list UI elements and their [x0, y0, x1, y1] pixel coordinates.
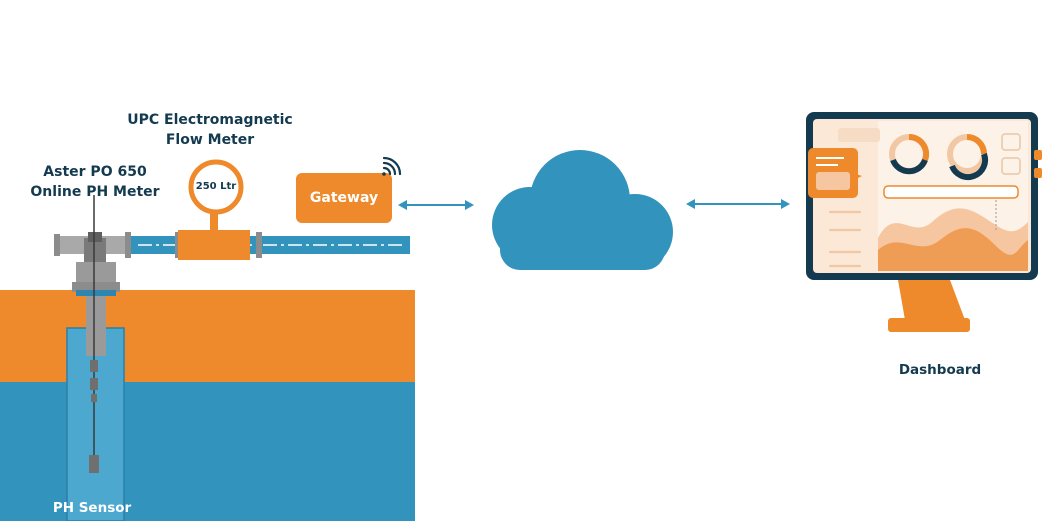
ph-meter-label-line2: Online PH Meter: [30, 184, 160, 200]
ph-meter-assembly: [72, 195, 120, 473]
cloud-icon: [492, 150, 673, 270]
ph-sensor-label: PH Sensor: [52, 500, 132, 516]
flow-reading: 250 Ltr: [195, 181, 237, 192]
flow-meter-label: UPC Electromagnetic Flow Meter: [105, 110, 315, 150]
ph-meter-label: Aster PO 650 Online PH Meter: [20, 162, 170, 202]
ph-meter-label-line1: Aster PO 650: [43, 164, 147, 180]
notification-card: [808, 148, 862, 198]
donut-chart-icon: [889, 133, 989, 181]
area-chart-icon: [878, 200, 1028, 271]
ground-layer: [0, 290, 415, 382]
gateway-label: Gateway: [309, 190, 379, 206]
sensor-well: [66, 327, 125, 521]
double-arrow-icon: [686, 199, 790, 209]
widget-box: [838, 128, 880, 142]
double-arrow-icon: [398, 200, 474, 210]
gateway-box: [296, 173, 392, 223]
wifi-icon: [382, 156, 402, 176]
flow-meter: [178, 159, 250, 260]
flow-meter-label-line2: Flow Meter: [165, 132, 255, 148]
dashboard-label: Dashboard: [898, 362, 982, 378]
flow-meter-label-line1: UPC Electromagnetic: [127, 112, 293, 128]
widget-box: [1001, 157, 1021, 175]
menu-lines: [828, 210, 862, 268]
search-bar: [883, 185, 1019, 199]
widget-box: [1001, 133, 1021, 151]
